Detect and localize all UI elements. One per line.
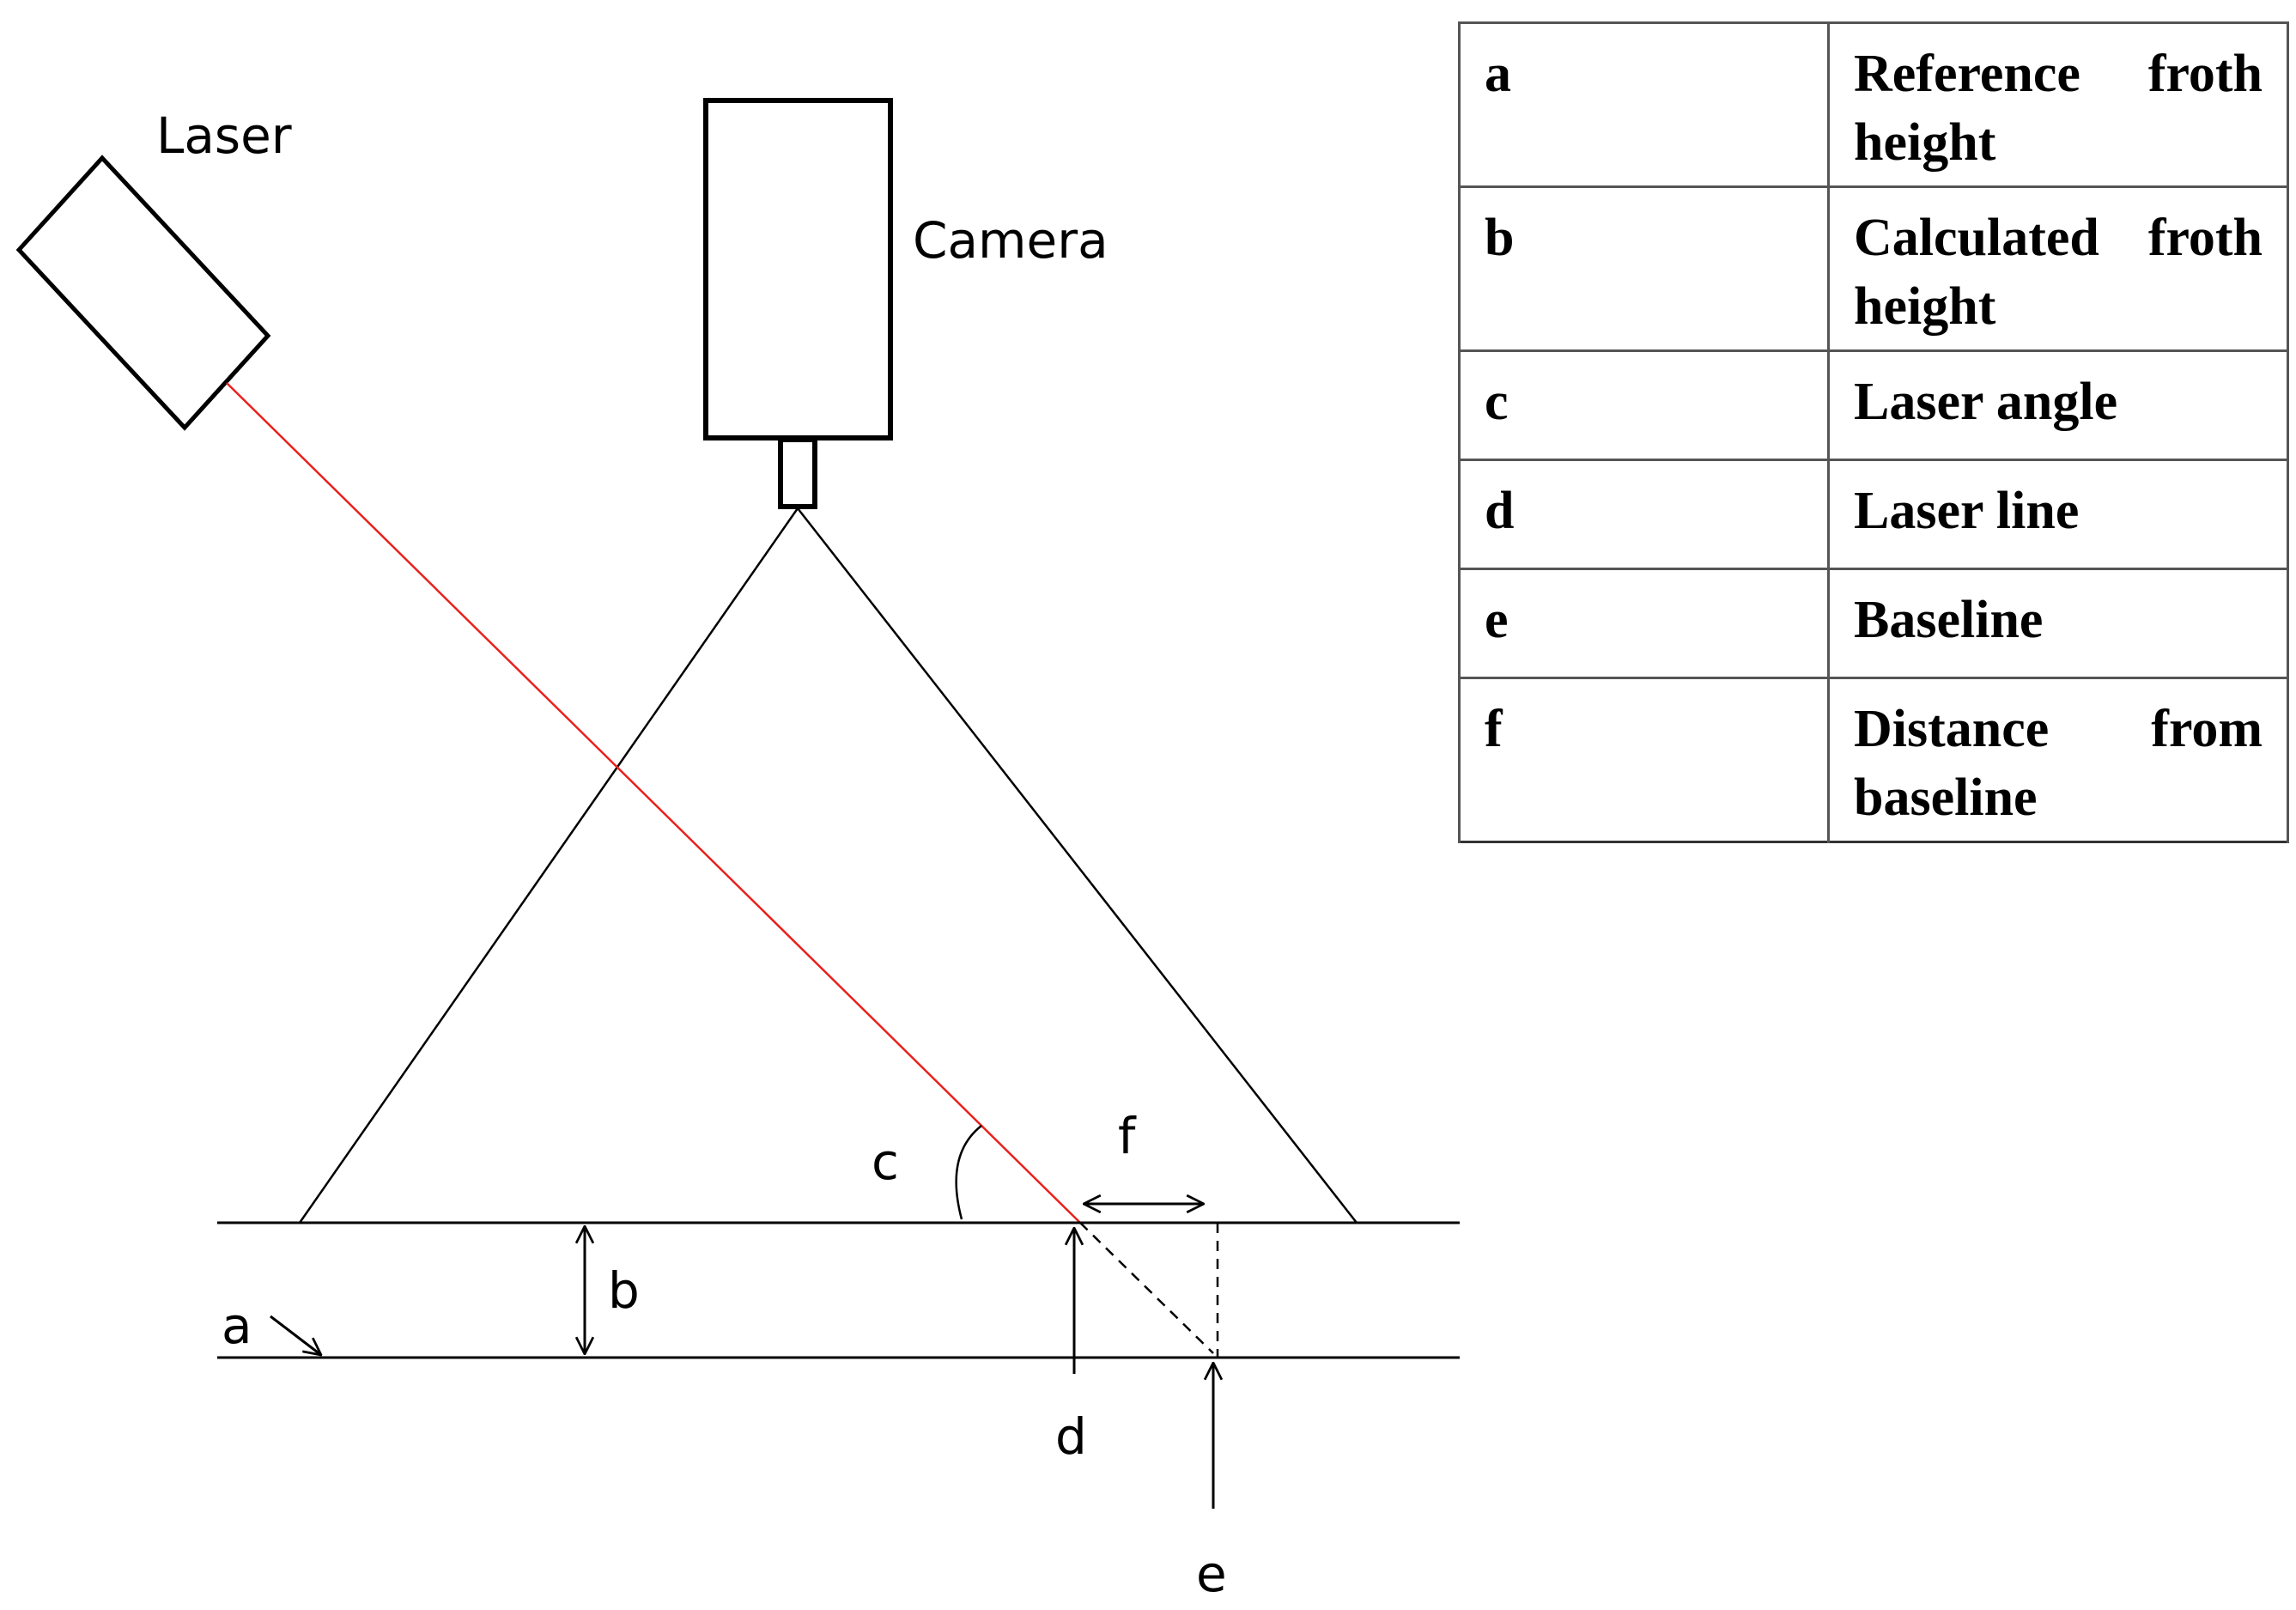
laser-label: Laser xyxy=(156,106,292,165)
label-d: d xyxy=(1055,1407,1087,1466)
legend-key: c xyxy=(1458,349,1830,460)
legend-row: f Distance from baseline xyxy=(1458,677,2289,842)
legend-key: f xyxy=(1458,677,1830,842)
legend-row: c Laser angle xyxy=(1458,349,2289,460)
laser-angle-arc xyxy=(955,1125,982,1220)
label-b: b xyxy=(608,1261,640,1320)
legend-key: a xyxy=(1458,21,1830,187)
label-c: c xyxy=(872,1133,899,1191)
laser-beam xyxy=(226,382,1081,1224)
label-a: a xyxy=(222,1297,252,1355)
label-e: e xyxy=(1196,1545,1227,1603)
legend-row: a Reference froth height xyxy=(1458,21,2289,187)
legend-key: e xyxy=(1458,568,1830,678)
reference-height-arrow xyxy=(270,1315,321,1355)
legend-table: a Reference froth height b Calculated fr… xyxy=(1458,21,2289,843)
camera-device xyxy=(703,98,893,509)
laser-device xyxy=(15,155,271,431)
legend-row: e Baseline xyxy=(1458,568,2289,678)
legend-description: Laser angle xyxy=(1827,349,2289,460)
legend-row: b Calculated froth height xyxy=(1458,185,2289,351)
camera-view-right xyxy=(797,507,1358,1224)
legend-key: b xyxy=(1458,185,1830,351)
legend-key: d xyxy=(1458,459,1830,569)
label-f: f xyxy=(1118,1107,1137,1165)
legend-description: Laser line xyxy=(1827,459,2289,569)
legend-description: Baseline xyxy=(1827,568,2289,678)
legend-description: Reference froth height xyxy=(1827,21,2289,187)
laser-projection-dashed xyxy=(1079,1222,1214,1354)
camera-view-left xyxy=(298,507,799,1224)
legend-row: d Laser line xyxy=(1458,459,2289,569)
legend-description: Calculated froth height xyxy=(1827,185,2289,351)
camera-label: Camera xyxy=(913,211,1109,270)
legend-description: Distance from baseline xyxy=(1827,677,2289,842)
